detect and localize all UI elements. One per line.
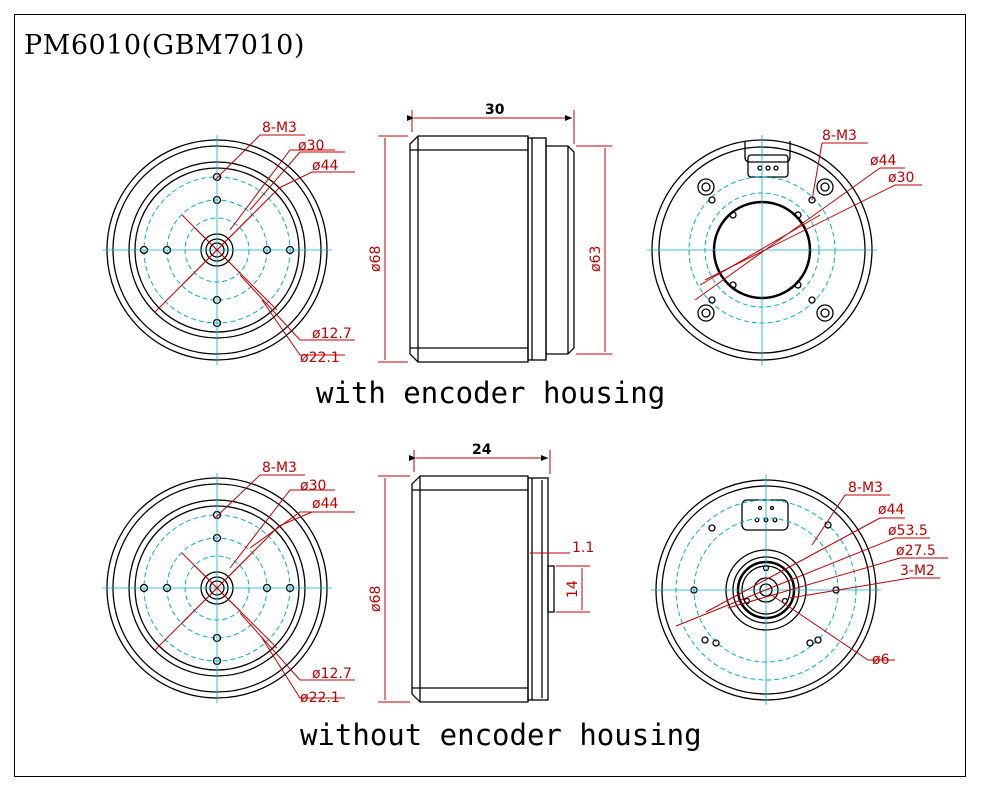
dim-step-1-1: 1.1 [572,540,594,556]
back-view-without-encoder [651,475,948,705]
caption-without-encoder: without encoder housing [300,718,702,752]
label-back-d44: ø44 [870,153,896,169]
label-bb-d6: ø6 [872,652,890,668]
label-bb-8-m3: 8-M3 [848,480,883,496]
label-d30: ø30 [298,138,324,154]
label-back-8-m3: 8-M3 [822,128,857,144]
drawing-frame [14,14,966,777]
side-view-without-encoder [378,450,590,703]
label-bb-d44: ø44 [878,502,904,518]
drawing-title: PM6010(GBM7010) [24,30,305,61]
label-bb-d27-5: ø27.5 [896,543,936,559]
dim-d68-top: ø68 [368,246,384,272]
label-bb-d53-5: ø53.5 [888,523,928,539]
dim-d63: ø63 [588,246,604,272]
back-view-with-encoder [647,135,922,365]
label-bb-3-m2: 3-M2 [900,563,935,579]
label-b-d22-1: ø22.1 [300,690,340,706]
label-b-d44: ø44 [312,496,338,512]
label-d22-1: ø22.1 [300,350,340,366]
front-view-with-encoder: 8-M3 ø30 ø44 ø12.7 ø22.1 [101,120,355,366]
label-d12-7: ø12.7 [312,326,352,342]
label-b-d30: ø30 [300,478,326,494]
dim-width-30: 30 [485,102,505,118]
label-8-m3: 8-M3 [262,120,297,136]
dim-width-24: 24 [472,442,492,458]
label-b-d12-7: ø12.7 [312,666,352,682]
side-view-with-encoder [378,110,612,363]
dim-shaft-14: 14 [565,580,581,598]
label-d44: ø44 [312,158,338,174]
dim-d68-bottom: ø68 [368,586,384,612]
label-back-d30: ø30 [888,170,914,186]
label-b-8-m3: 8-M3 [262,460,297,476]
front-view-without-encoder: 8-M3 ø30 ø44 ø12.7 ø22.1 [101,460,355,706]
caption-with-encoder: with encoder housing [316,376,666,410]
